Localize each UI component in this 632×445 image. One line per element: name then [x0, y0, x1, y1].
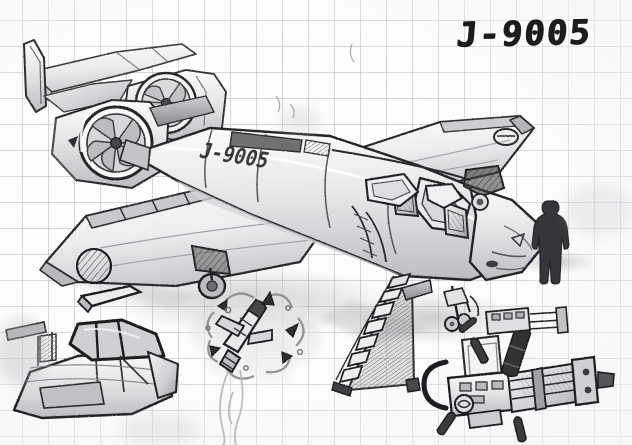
wing-roundel-marking [76, 248, 112, 284]
turbofan-engine-left [51, 99, 169, 189]
underwing-gun-pod [485, 306, 569, 335]
dorsal-antenna-fairing [462, 164, 506, 211]
stray-marks [275, 43, 355, 119]
scale-figure [531, 200, 570, 285]
airstair-study [331, 272, 433, 397]
pencil-smudges [0, 106, 632, 445]
aircraft-tail-assembly [23, 39, 197, 113]
cockpit-seat-front [442, 200, 470, 240]
sketch-title: J-9005 [455, 12, 594, 56]
main-landing-gear [190, 244, 232, 300]
nose-and-cockpit [331, 149, 542, 282]
missile-blast-study [190, 288, 321, 445]
